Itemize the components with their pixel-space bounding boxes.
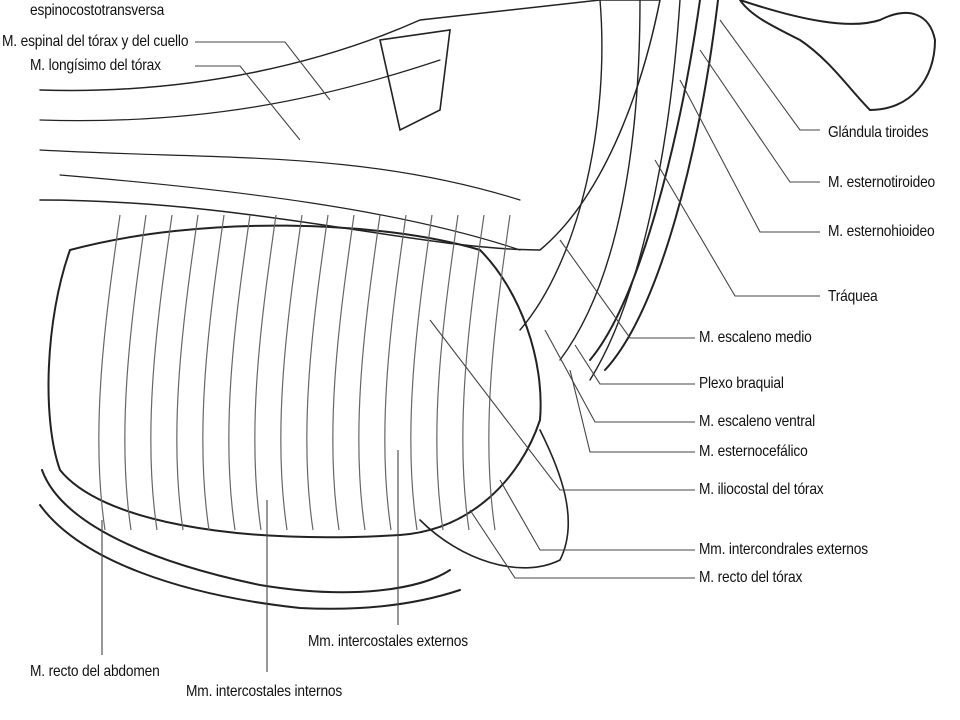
leader-espinal (195, 41, 331, 101)
rib-stroke (202, 214, 225, 531)
label-intercostales-internos: Mm. intercostales internos (186, 683, 343, 700)
rib-stroke (306, 214, 329, 531)
label-esternotiroideo: M. esternotiroideo (828, 174, 936, 191)
label-recto-abdomen: M. recto del abdomen (30, 663, 160, 680)
label-intercondrales-externos: Mm. intercondrales externos (699, 541, 868, 558)
rib-stroke (150, 214, 173, 531)
leader-esternocefalico (569, 369, 695, 453)
leader-esternohioideo (679, 79, 820, 233)
rib-stroke (332, 214, 355, 531)
neck-muscles (519, 0, 681, 381)
rib-stroke (410, 214, 433, 531)
rib-stroke (98, 214, 121, 531)
rib-stroke (176, 214, 199, 531)
label-plexo-braquial: Plexo braquial (699, 375, 784, 392)
leader-iliocostal (429, 319, 695, 491)
leader-esternotiroideo (699, 49, 820, 183)
label-longisimo-torax: M. longísimo del tórax (30, 57, 161, 74)
rib-stroke (254, 214, 277, 531)
label-espinocostotransversa: espinocostotransversa (30, 2, 165, 19)
rib-stroke (462, 214, 485, 531)
rib-stroke (358, 214, 381, 531)
label-escaleno-ventral: M. escaleno ventral (699, 413, 816, 430)
rib-stroke (124, 214, 147, 531)
leader-longisimo (195, 65, 301, 141)
trachea-tube (589, 0, 719, 371)
label-intercostales-externos: Mm. intercostales externos (308, 633, 468, 650)
sternum-curve (419, 429, 569, 569)
leader-recto-torax (469, 509, 695, 579)
rib-stroke (488, 214, 511, 531)
label-glandula-tiroides: Glándula tiroides (828, 124, 929, 141)
abdomen-band (39, 469, 461, 610)
leader-intercondrales (499, 479, 695, 551)
rib-stroke (436, 214, 459, 531)
head-outline (739, 0, 937, 112)
label-recto-torax: M. recto del tórax (699, 569, 803, 586)
leader-traquea (654, 159, 820, 297)
scapula-shape (379, 29, 451, 132)
label-iliocostal-torax: M. iliocostal del tórax (699, 481, 824, 498)
rib-stroke (384, 214, 407, 531)
leader-glandula (719, 19, 820, 131)
leader-escaleno-ventral (544, 329, 695, 423)
spinal-muscle-band (39, 59, 521, 251)
leader-escaleno-medio (559, 239, 695, 339)
label-esternohioideo: M. esternohioideo (828, 223, 935, 240)
label-espinal-torax-cuello: M. espinal del tórax y del cuello (2, 33, 189, 50)
rib-stroke (280, 214, 303, 531)
label-esternocefalico: M. esternocefálico (699, 443, 808, 460)
label-escaleno-medio: M. escaleno medio (699, 329, 812, 346)
leader-plexo (574, 344, 695, 385)
label-traquea: Tráquea (828, 288, 878, 305)
rib-stroke (228, 214, 251, 531)
dorsal-muscle-mass (39, 0, 661, 251)
